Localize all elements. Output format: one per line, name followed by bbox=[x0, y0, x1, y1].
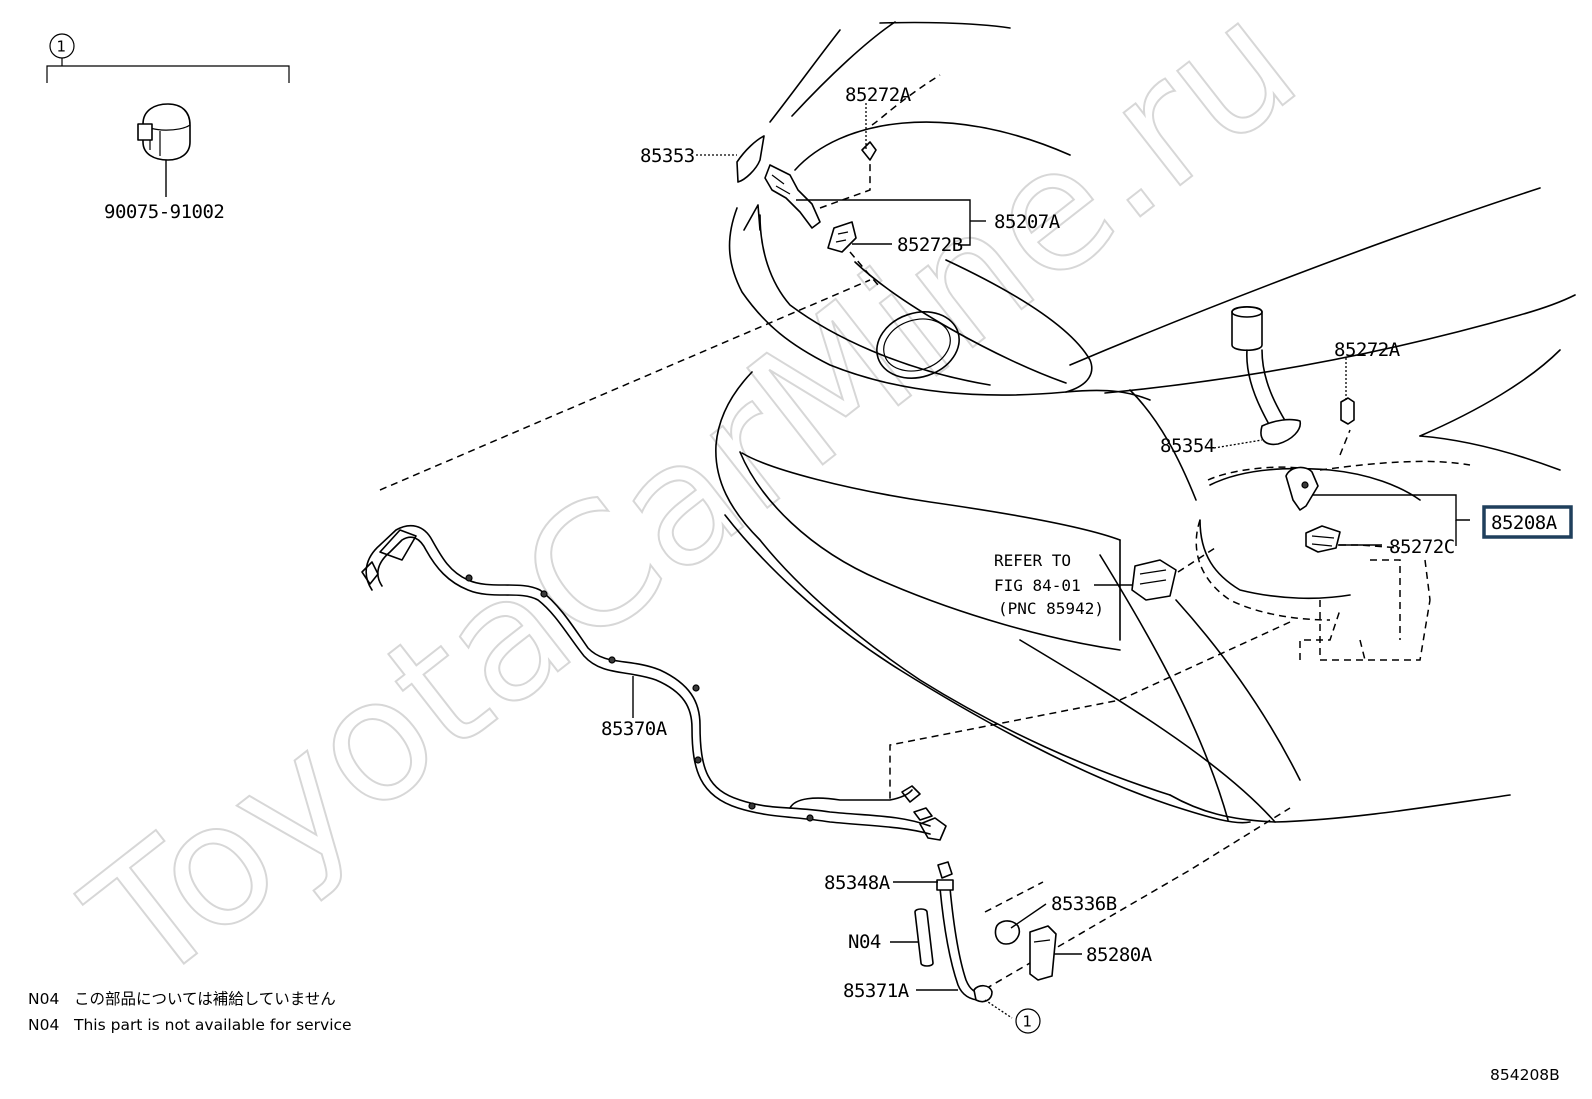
label-85370A: 85370A bbox=[601, 718, 668, 740]
label-refer-line1: REFER TO bbox=[994, 551, 1071, 570]
label-85272A-top: 85272A bbox=[845, 84, 912, 106]
bracket-85272C-icon bbox=[1305, 525, 1341, 553]
label-90075-91002: 90075-91002 bbox=[104, 201, 224, 223]
diagram-code: 854208B bbox=[1490, 1066, 1560, 1084]
clip-part-icon bbox=[137, 103, 191, 161]
ref-circle-bottom-number: 1 bbox=[1023, 1013, 1033, 1031]
nozzle-85207A-icon bbox=[764, 164, 821, 229]
connector-85942-icon bbox=[1131, 559, 1177, 601]
ref-circle-bottom bbox=[1015, 1008, 1041, 1034]
ref-circle-top-number: 1 bbox=[57, 38, 67, 56]
label-85272C: 85272C bbox=[1389, 536, 1455, 558]
label-85208A: 85208A bbox=[1491, 512, 1558, 534]
vehicle-body-outline bbox=[715, 21, 1576, 824]
nozzle-85208A-icon bbox=[1285, 466, 1319, 511]
notes-block: N04 この部品については補給していません N04 This part is n… bbox=[28, 990, 352, 1034]
part-labels: 85353 85272A 85207A 85272B 85272A 85354 … bbox=[601, 84, 1573, 1002]
note-1-code: N04 bbox=[28, 990, 59, 1008]
hose-85370A bbox=[361, 524, 947, 841]
joint-85348A-icon bbox=[937, 861, 953, 879]
pump-85280A-icon bbox=[1029, 925, 1057, 981]
label-85336B: 85336B bbox=[1051, 893, 1117, 915]
cap-85354-icon bbox=[1260, 418, 1302, 446]
label-N04: N04 bbox=[848, 931, 881, 953]
clip-85272A-right-icon bbox=[1340, 397, 1355, 425]
label-85371A: 85371A bbox=[843, 980, 910, 1002]
nozzle-cover-85353-icon bbox=[736, 135, 765, 183]
assembly-dashed-lines bbox=[379, 74, 1471, 996]
label-85348A: 85348A bbox=[824, 872, 891, 894]
label-85272B: 85272B bbox=[897, 234, 963, 256]
clip-85272A-top-icon bbox=[861, 141, 877, 161]
note-1-text: この部品については補給していません bbox=[74, 990, 336, 1008]
lower-hose-parts: 1 bbox=[914, 861, 1057, 1034]
highlight-85208A-box bbox=[1482, 505, 1573, 539]
ref-bracket-group: 1 90075-91002 bbox=[46, 33, 290, 223]
clip-85272B-icon bbox=[827, 221, 857, 253]
note-2-code: N04 bbox=[28, 1016, 59, 1034]
label-leaders bbox=[632, 103, 1470, 991]
label-85272A-right: 85272A bbox=[1334, 339, 1401, 361]
label-85207A: 85207A bbox=[994, 211, 1061, 233]
note-2-text: This part is not available for service bbox=[73, 1016, 352, 1034]
label-85280A: 85280A bbox=[1086, 944, 1153, 966]
washer-nozzle-parts bbox=[736, 135, 1355, 601]
part-N04-icon bbox=[914, 908, 934, 967]
label-refer-line3: (PNC 85942) bbox=[998, 599, 1104, 618]
label-85353: 85353 bbox=[640, 145, 695, 167]
label-refer-line2: FIG 84-01 bbox=[994, 576, 1081, 595]
label-85354: 85354 bbox=[1160, 435, 1215, 457]
